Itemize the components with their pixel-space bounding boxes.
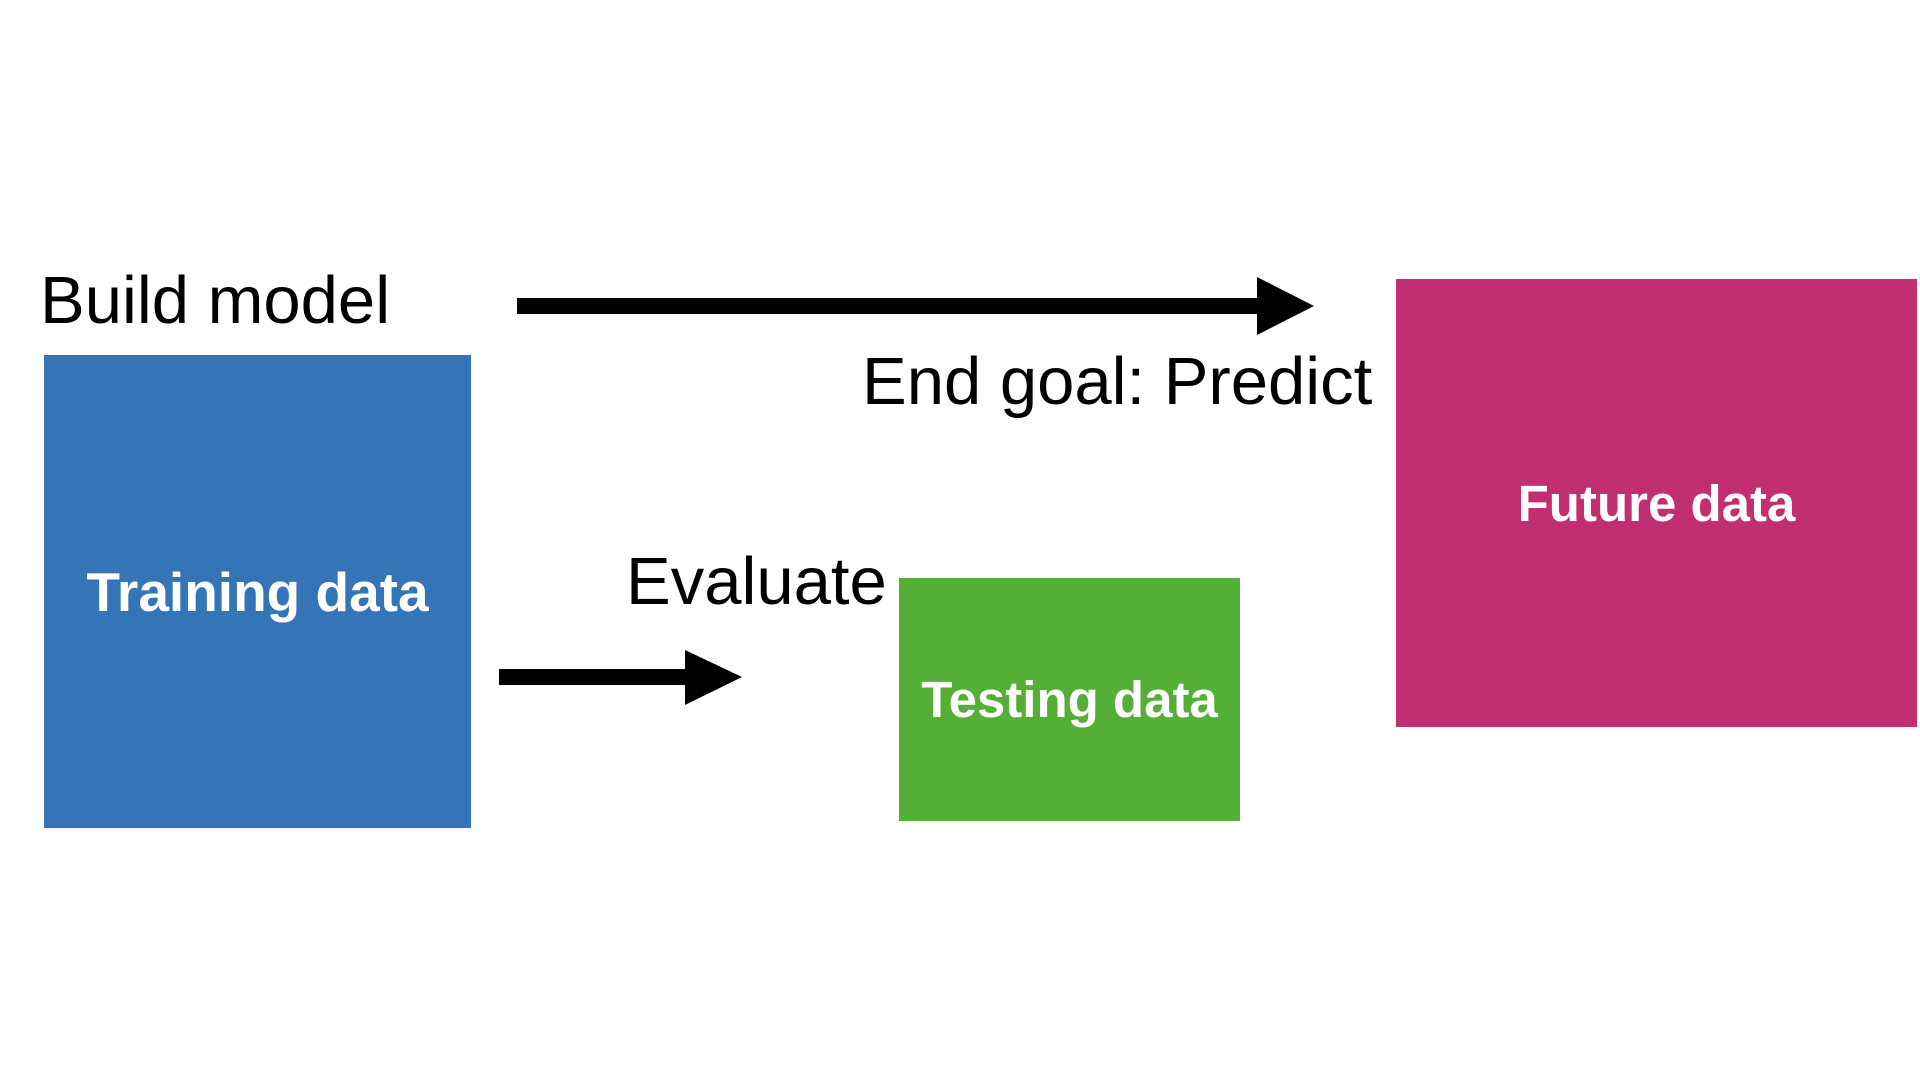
predict-arrow-shaft	[517, 298, 1261, 314]
testing-data-box: Testing data	[899, 578, 1240, 821]
predict-arrow	[517, 277, 1314, 335]
evaluate-arrow-head	[685, 650, 742, 705]
training-data-box: Training data	[44, 355, 471, 828]
future-data-box: Future data	[1396, 279, 1917, 727]
future-data-label: Future data	[1517, 474, 1796, 532]
end-goal-label: End goal: Predict	[862, 344, 1373, 419]
evaluate-arrow	[499, 650, 742, 705]
evaluate-arrow-shaft	[499, 669, 689, 685]
predict-arrow-head	[1257, 277, 1314, 335]
evaluate-label: Evaluate	[626, 544, 887, 619]
testing-data-label: Testing data	[921, 671, 1218, 728]
build-model-label: Build model	[40, 263, 391, 338]
training-data-label: Training data	[86, 560, 429, 623]
